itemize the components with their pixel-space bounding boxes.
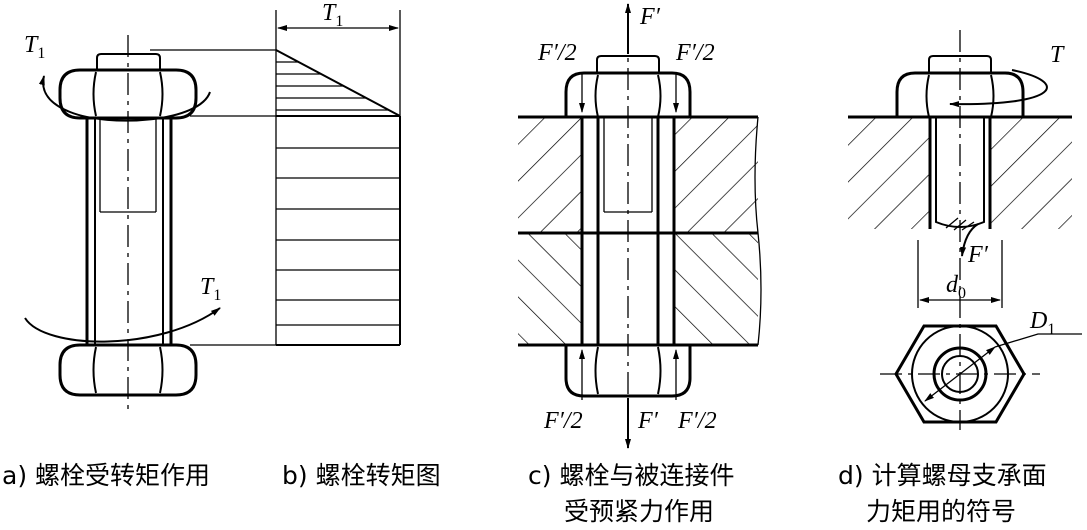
nut-c [564,71,692,119]
hex-nut-top-view [894,324,1026,424]
half-preload-label-tl: F′/2 [537,40,577,66]
caption-d-line1: d) 计算螺母支承面 [838,461,1047,490]
dimension-label-D1: D1 [1029,308,1055,338]
top-nut [58,68,198,120]
preload-label-bottom: F′ [637,408,659,434]
dimension-label-d0: d0 [946,272,966,302]
caption-a: a) 螺栓受转矩作用 [2,461,211,490]
caption-c-line2: 受预紧力作用 [564,497,715,526]
panel-a-bolt: T1 T1 [24,32,221,415]
preload-label-d: F′ [967,242,989,268]
torque-arrow-d [949,69,1048,108]
dimension-arrow-D1 [924,346,996,402]
head-c [564,343,692,398]
torque-arrow-top [38,75,211,122]
preload-label-top: F′ [639,4,661,30]
bolt-head [58,343,198,397]
torque-arrow-bottom [24,307,221,343]
half-preload-label-br: F′/2 [677,408,717,434]
panel-d-symbols: T F′ d0 D1 [848,30,1082,430]
torque-label-bottom: T1 [200,274,221,304]
torque-label-top: T1 [24,32,45,62]
half-preload-label-bl: F′/2 [543,408,583,434]
caption-c-line1: c) 螺栓与被连接件 [528,461,735,490]
dimension-label-t1: T1 [322,0,343,30]
nut-d [895,71,1025,119]
panel-c-preload: F′ F′/2 F′/2 F′/2 F′ F′/2 [518,3,762,449]
caption-d-line2: 力矩用的符号 [866,497,1017,526]
panel-b-torque-diagram: T1 [150,0,401,346]
caption-b: b) 螺栓转矩图 [282,461,441,490]
half-preload-label-tr: F′/2 [675,40,715,66]
torque-label-d: T [1050,42,1065,68]
